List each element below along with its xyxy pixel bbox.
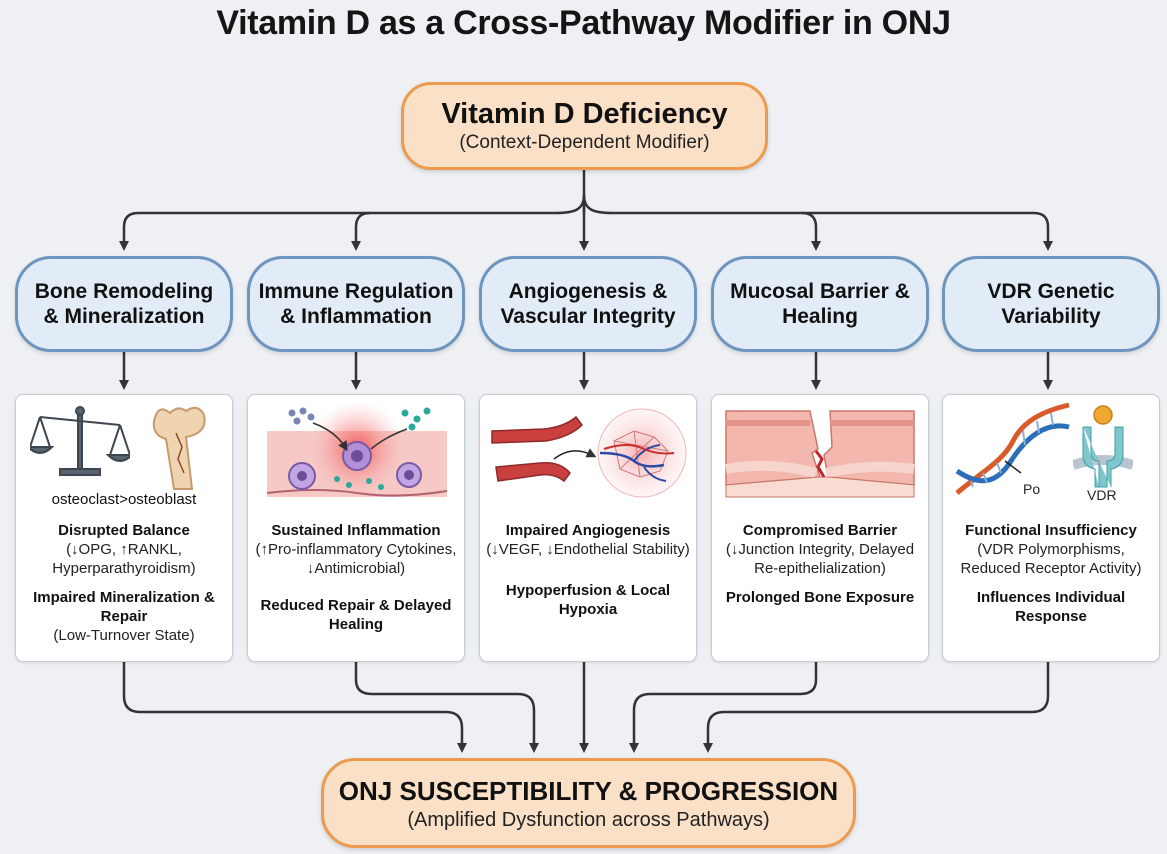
vdr-heading-2: Influences Individual Response xyxy=(976,589,1126,625)
card-mucosal-barrier: Compromised Barrier (↓Junction Integrity… xyxy=(711,394,929,662)
vdr-receptor-icon xyxy=(1073,405,1133,488)
pathway-vdr-genetic: VDR Genetic Variability xyxy=(942,256,1160,352)
vdr-heading-1: Functional Insufficiency xyxy=(965,522,1137,539)
immune-heading-1: Sustained Inflammation xyxy=(271,522,441,539)
vitamin-d-deficiency-node: Vitamin D Deficiency (Context-Dependent … xyxy=(401,82,768,170)
card-angiogenesis: Impaired Angiogenesis (↓VEGF, ↓Endotheli… xyxy=(479,394,697,662)
card-vdr-genetic: Po VDR Functional Insufficiency (VDR Pol… xyxy=(942,394,1160,662)
bone-heading-1: Disrupted Balance xyxy=(58,522,190,539)
angio-heading-1: Impaired Angiogenesis xyxy=(505,522,671,539)
tissue-barrier-icon xyxy=(725,410,915,498)
mucosal-heading-1: Compromised Barrier xyxy=(742,522,898,539)
pathway-mucosal-barrier: Mucosal Barrier & Healing xyxy=(711,256,929,352)
pathway-bone-remodeling: Bone Remodeling & Mineralization xyxy=(15,256,233,352)
pathway-angiogenesis: Angiogenesis & Vascular Integrity xyxy=(479,256,697,352)
blood-vessel-icon xyxy=(491,408,687,498)
immune-heading-2: Reduced Repair & Delayed Healing xyxy=(260,597,452,633)
pathway-immune-regulation: Immune Regulation & Inflammation xyxy=(247,256,465,352)
top-node-title: Vitamin D Deficiency xyxy=(441,98,728,130)
card-bone-remodeling: osteoclast>osteoblast Disrupted Balance … xyxy=(15,394,233,662)
bone-heading-2: Impaired Mineralization & Repair xyxy=(33,589,215,625)
arrow-immune-bottom xyxy=(354,662,539,753)
bottom-node-subtitle: (Amplified Dysfunction across Pathways) xyxy=(407,809,770,831)
vdr-label: VDR xyxy=(1087,487,1117,503)
angio-heading-2: Hypoperfusion & Local Hypoxia xyxy=(505,582,671,618)
bone-body-2: (Low-Turnover State) xyxy=(53,627,195,644)
arrow-bone-bottom xyxy=(122,662,467,753)
onj-susceptibility-node: ONJ SUSCEPTIBILITY & PROGRESSION (Amplif… xyxy=(321,758,856,848)
arrow-to-immune xyxy=(351,211,371,251)
arrow-vdr-bottom xyxy=(703,662,1050,753)
bone-icon xyxy=(152,406,206,490)
top-node-subtitle: (Context-Dependent Modifier) xyxy=(459,132,710,153)
vdr-body-1: (VDR Polymorphisms, Reduced Receptor Act… xyxy=(960,541,1142,577)
card-immune-regulation: Sustained Inflammation (↑Pro-inflammator… xyxy=(247,394,465,662)
inflammation-cells-icon xyxy=(266,401,448,497)
arrow-mucosal-bottom xyxy=(629,662,818,753)
angio-body-1: (↓VEGF, ↓Endothelial Stability) xyxy=(486,541,690,558)
arrow-to-mucosal xyxy=(801,211,821,251)
bone-body-1: (↓OPG, ↑RANKL, Hyperparathyroidism) xyxy=(52,541,196,577)
page-title: Vitamin D as a Cross-Pathway Modifier in… xyxy=(216,4,951,42)
immune-body-1: (↑Pro-inflammatory Cytokines, ↓Antimicro… xyxy=(255,541,457,577)
balance-scale-icon xyxy=(30,406,130,476)
mucosal-body-1: (↓Junction Integrity, Delayed Re-epithel… xyxy=(725,541,915,577)
dna-icon xyxy=(955,402,1070,495)
arrow-to-vdr xyxy=(582,194,1053,251)
mucosal-heading-2: Prolonged Bone Exposure xyxy=(725,589,915,606)
arrow-to-bone xyxy=(119,194,586,251)
bottom-node-title: ONJ SUSCEPTIBILITY & PROGRESSION xyxy=(338,776,839,806)
bone-caption: osteoclast>osteoblast xyxy=(51,491,197,508)
po-label: Po xyxy=(1023,481,1041,497)
